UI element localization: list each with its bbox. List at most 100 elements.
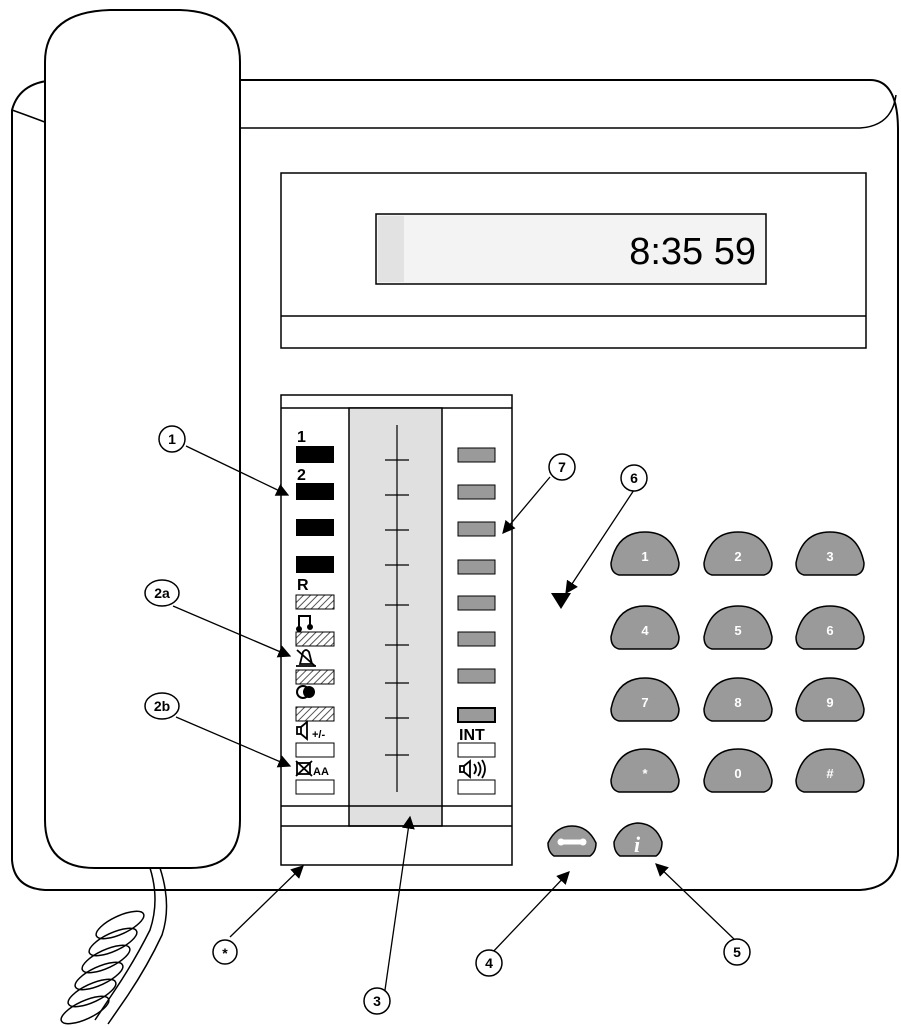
mute-icon bbox=[295, 760, 313, 777]
callout-arrows bbox=[172, 445, 736, 991]
hold-music-key[interactable] bbox=[295, 631, 335, 647]
keypad-key-hash[interactable]: # bbox=[795, 748, 865, 793]
right-key-6[interactable] bbox=[457, 631, 496, 647]
keypad-key-star[interactable]: * bbox=[610, 748, 680, 793]
line2-label: 2 bbox=[297, 467, 306, 484]
svg-text:5: 5 bbox=[733, 944, 741, 960]
key-cap bbox=[703, 605, 773, 650]
keypad-key-6[interactable]: 6 bbox=[795, 605, 865, 650]
line-key-3[interactable] bbox=[296, 519, 334, 536]
keypad-key-7[interactable]: 7 bbox=[610, 677, 680, 722]
line-key-2[interactable] bbox=[296, 483, 334, 500]
line-key-4[interactable] bbox=[296, 556, 334, 573]
key-label: 6 bbox=[826, 623, 833, 638]
display-panel: 8:35 59 bbox=[280, 172, 867, 349]
right-key-3[interactable] bbox=[457, 521, 496, 537]
info-key[interactable]: i bbox=[613, 822, 663, 857]
callout-2b: 2b bbox=[144, 692, 180, 720]
recall-label: R bbox=[297, 577, 309, 594]
key-label: 2 bbox=[734, 549, 741, 564]
key-label: 1 bbox=[641, 549, 648, 564]
keypad-key-1[interactable]: 1 bbox=[610, 531, 680, 576]
speakerphone-icon bbox=[459, 759, 486, 779]
handset[interactable] bbox=[44, 9, 241, 869]
callout-6: 6 bbox=[620, 464, 648, 492]
right-key-8[interactable] bbox=[457, 707, 496, 723]
speaker-volume-icon bbox=[296, 720, 308, 741]
callout-4: 4 bbox=[475, 949, 503, 977]
speakerphone-key[interactable] bbox=[457, 779, 496, 795]
key-cap bbox=[703, 748, 773, 793]
line1-label: 1 bbox=[297, 429, 306, 446]
callout-1: 1 bbox=[158, 425, 186, 453]
callout-3: 3 bbox=[363, 987, 391, 1015]
key-label: 7 bbox=[641, 695, 648, 710]
ringer-off-icon bbox=[296, 649, 316, 667]
svg-text:4: 4 bbox=[485, 955, 493, 971]
callout-2a: 2a bbox=[144, 579, 180, 607]
callout-5: 5 bbox=[723, 938, 751, 966]
key-cap bbox=[795, 748, 865, 793]
key-cap bbox=[795, 605, 865, 650]
key-label: # bbox=[826, 766, 834, 781]
callout-7: 7 bbox=[548, 453, 576, 481]
right-key-4[interactable] bbox=[457, 559, 496, 575]
svg-text:1: 1 bbox=[168, 431, 176, 447]
conference-icon bbox=[296, 685, 315, 699]
indicator-triangle bbox=[551, 593, 571, 609]
right-key-5[interactable] bbox=[457, 595, 496, 611]
keypad-key-2[interactable]: 2 bbox=[703, 531, 773, 576]
auto-answer-key[interactable] bbox=[295, 779, 335, 795]
svg-text:2b: 2b bbox=[154, 698, 170, 714]
svg-text:3: 3 bbox=[373, 993, 381, 1009]
key-cap bbox=[610, 748, 680, 793]
display-time: 8:35 59 bbox=[629, 231, 756, 273]
key-cap bbox=[795, 677, 865, 722]
key-label: * bbox=[642, 766, 648, 781]
left-key-column: 1 2 R +/- bbox=[295, 429, 335, 795]
keypad-key-5[interactable]: 5 bbox=[703, 605, 773, 650]
conference-key[interactable] bbox=[295, 706, 335, 722]
key-cap bbox=[703, 531, 773, 576]
info-icon: i bbox=[634, 832, 641, 857]
svg-text:*: * bbox=[222, 945, 228, 961]
volume-label: +/- bbox=[312, 729, 325, 741]
keypad: 1 2 3 4 5 6 7 8 9 * 0 # bbox=[610, 531, 865, 793]
handset-cord bbox=[60, 867, 168, 1025]
intercom-label: INT bbox=[459, 727, 485, 744]
svg-text:2a: 2a bbox=[154, 585, 170, 601]
key-cap bbox=[610, 605, 680, 650]
keypad-key-0[interactable]: 0 bbox=[703, 748, 773, 793]
volume-key[interactable] bbox=[295, 742, 335, 758]
right-key-7[interactable] bbox=[457, 668, 496, 684]
redial-icon bbox=[557, 838, 587, 846]
svg-text:7: 7 bbox=[558, 459, 566, 475]
key-cap bbox=[703, 677, 773, 722]
keypad-key-3[interactable]: 3 bbox=[795, 531, 865, 576]
intercom-key[interactable] bbox=[457, 742, 496, 758]
svg-text:6: 6 bbox=[630, 470, 638, 486]
key-cap bbox=[610, 531, 680, 576]
keypad-key-9[interactable]: 9 bbox=[795, 677, 865, 722]
svg-text:i: i bbox=[634, 832, 641, 857]
line-key-1[interactable] bbox=[296, 446, 334, 463]
key-label: 5 bbox=[734, 623, 741, 638]
key-cap bbox=[795, 531, 865, 576]
keypad-key-4[interactable]: 4 bbox=[610, 605, 680, 650]
key-label: 0 bbox=[734, 766, 741, 781]
key-cap bbox=[610, 677, 680, 722]
right-key-1[interactable] bbox=[457, 447, 496, 463]
key-label: 9 bbox=[826, 695, 833, 710]
keypad-key-8[interactable]: 8 bbox=[703, 677, 773, 722]
music-icon bbox=[296, 615, 313, 632]
key-label: 3 bbox=[826, 549, 833, 564]
ringer-off-key[interactable] bbox=[295, 669, 335, 685]
right-key-column: INT bbox=[457, 447, 496, 795]
right-key-2[interactable] bbox=[457, 484, 496, 500]
key-label: 8 bbox=[734, 695, 741, 710]
recall-key[interactable] bbox=[295, 594, 335, 610]
auto-answer-label: AA bbox=[313, 766, 329, 778]
redial-key[interactable] bbox=[547, 825, 597, 857]
key-label: 4 bbox=[641, 623, 649, 638]
